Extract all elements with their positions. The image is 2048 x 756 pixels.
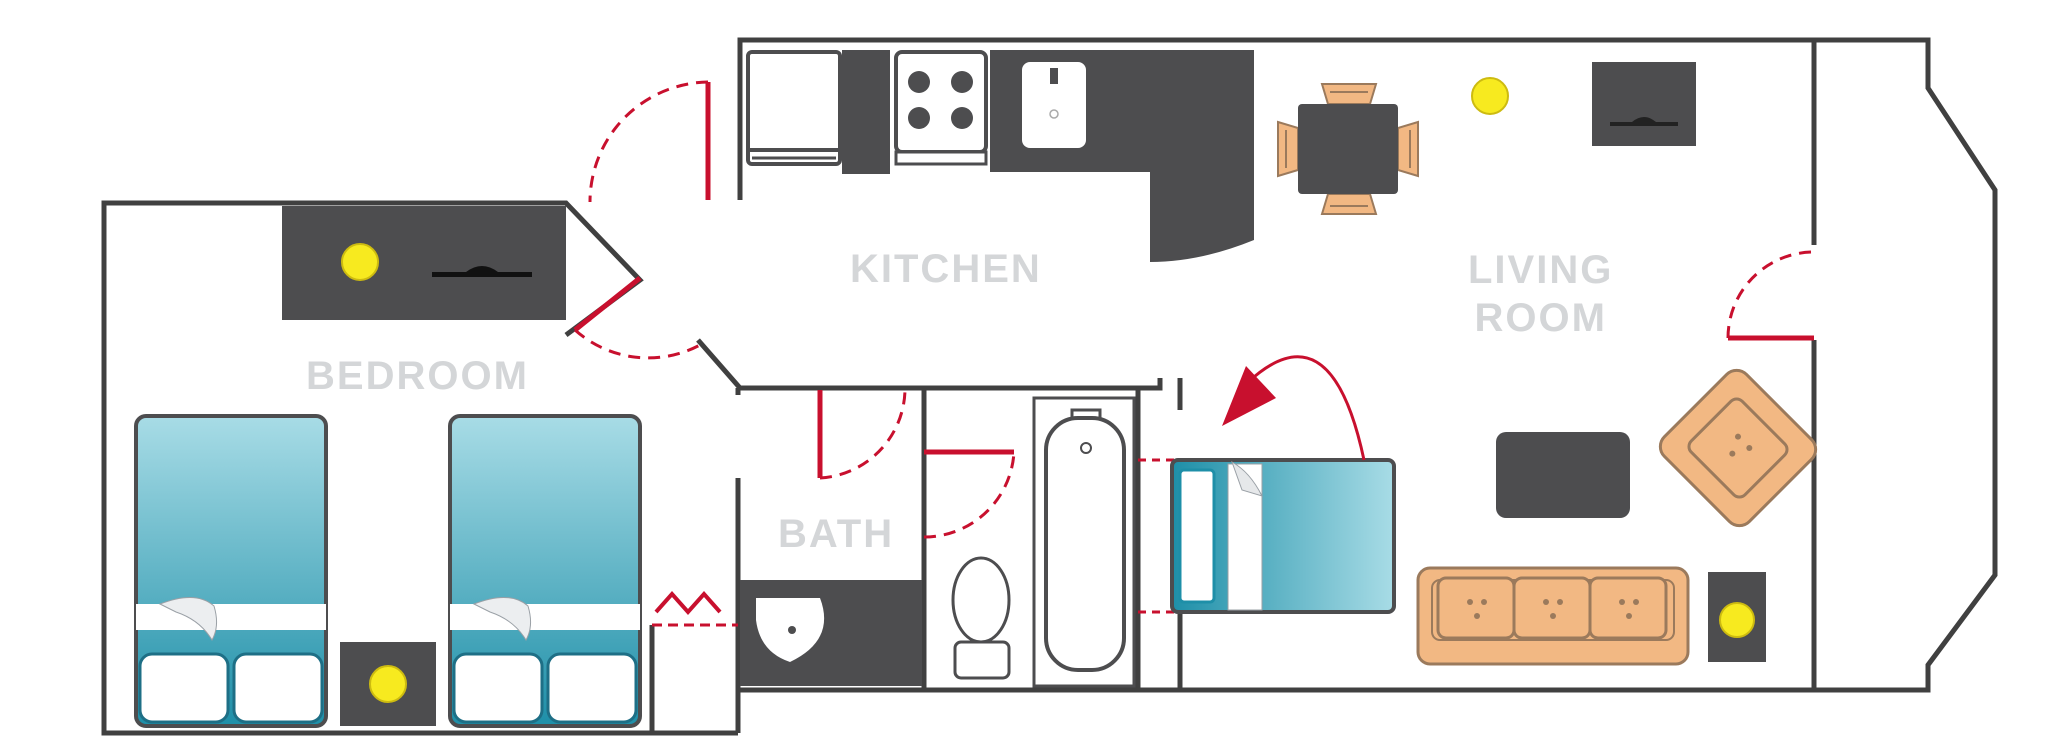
fridge-icon [746, 50, 842, 166]
living-room-label-line1: LIVING [1468, 248, 1614, 292]
bed-icon [134, 414, 328, 728]
stove-icon [894, 50, 988, 166]
armchair-icon [1658, 368, 1818, 528]
kitchen-fixtures [746, 50, 1254, 262]
bed-icon [448, 414, 642, 728]
sink-icon [1022, 62, 1086, 148]
lamp-icon [369, 665, 407, 703]
bath-label: BATH [778, 512, 895, 556]
coffee-table-icon [1496, 432, 1630, 518]
dining-table-icon [1277, 83, 1419, 215]
tv-icon [432, 266, 532, 277]
bath-sink-icon [740, 580, 922, 686]
bedroom-label: BEDROOM [306, 354, 529, 398]
closet-doors [654, 590, 722, 616]
murphy-bed-icon [1170, 458, 1396, 614]
kitchen-label: KITCHEN [850, 247, 1042, 291]
living-room-label: LIVING ROOM [1468, 246, 1613, 342]
sofa-icon [1416, 566, 1690, 666]
tv-icon [1592, 62, 1696, 146]
counter [842, 50, 890, 174]
lamp-icon [1471, 77, 1509, 115]
bedroom-dresser [282, 206, 566, 320]
fold-arrow-icon [1222, 355, 1366, 461]
living-room-label-line2: ROOM [1474, 296, 1607, 340]
side-table-lamp-icon [1708, 572, 1766, 662]
nightstand [340, 642, 436, 726]
lamp-icon [341, 243, 379, 281]
bathtub-icon [1032, 396, 1136, 688]
toilet-icon [951, 556, 1011, 680]
